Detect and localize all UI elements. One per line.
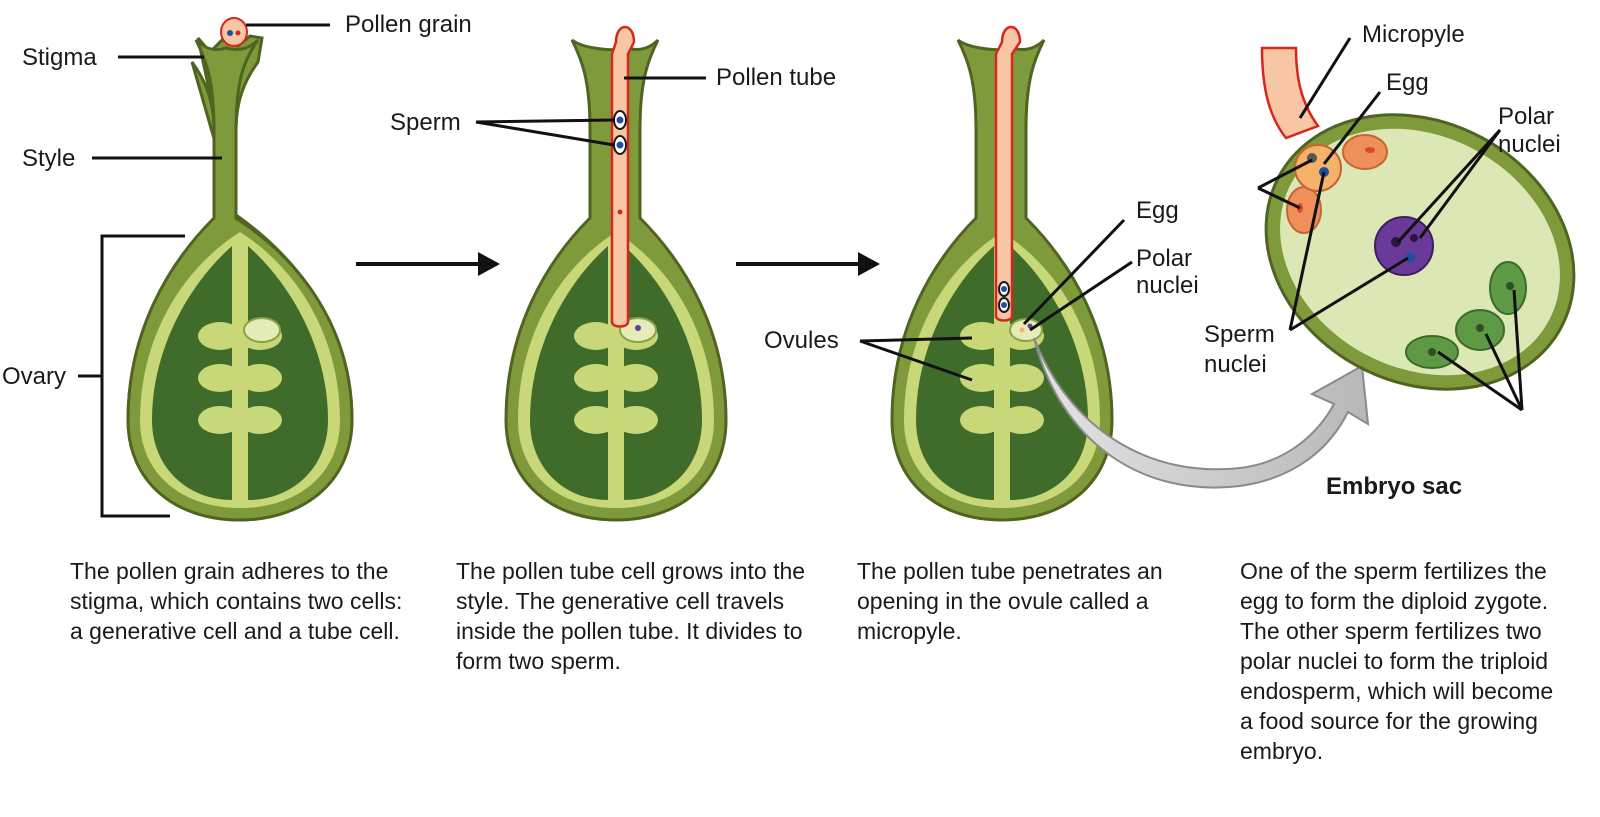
label-sperm: Sperm (390, 109, 461, 136)
label-nuclei-stage-3: nuclei (1136, 272, 1199, 299)
caption-step-3: The pollen tube penetrates an opening in… (857, 558, 1163, 644)
label-stigma: Stigma (22, 44, 97, 71)
label-egg-sac: Egg (1386, 69, 1429, 96)
caption-step-1: The pollen grain adheres to the stigma, … (70, 558, 403, 644)
zoom-arrow (1033, 337, 1370, 489)
label-sperm-nuclei-2: nuclei (1204, 351, 1267, 378)
label-sperm-nuclei: Sperm (1204, 321, 1275, 348)
antipodal-cells (1405, 261, 1527, 369)
label-polar-stage-3: Polar (1136, 245, 1192, 272)
pollen-grain (220, 17, 248, 47)
synergid-cells (1286, 134, 1388, 234)
label-ovary: Ovary (2, 363, 66, 390)
label-style: Style (22, 145, 75, 172)
label-ovules: Ovules (764, 327, 839, 354)
caption-step-2: The pollen tube cell grows into the styl… (456, 558, 806, 674)
arrow-step-1 (356, 252, 500, 276)
pistil-stage-2 (504, 25, 728, 522)
arrow-step-2 (736, 252, 880, 276)
label-egg-stage-3: Egg (1136, 197, 1179, 224)
pollen-tube (610, 25, 636, 328)
embryo-sac (1260, 46, 1576, 391)
pistil-stage-3 (890, 25, 1114, 522)
central-cell (1374, 216, 1434, 276)
label-nuclei-sac: nuclei (1498, 131, 1561, 158)
pollen-tube-entry (1260, 46, 1320, 140)
label-pollen-grain: Pollen grain (345, 11, 472, 38)
ovule-highlight (243, 317, 281, 343)
embryo-sac-title: Embryo sac (1326, 473, 1462, 500)
label-pollen-tube: Pollen tube (716, 64, 836, 91)
label-micropyle: Micropyle (1362, 21, 1465, 48)
caption-step-4: One of the sperm fertilizes the egg to f… (1240, 558, 1554, 764)
label-polar-sac: Polar (1498, 103, 1554, 130)
pistil-stage-1 (126, 17, 354, 522)
